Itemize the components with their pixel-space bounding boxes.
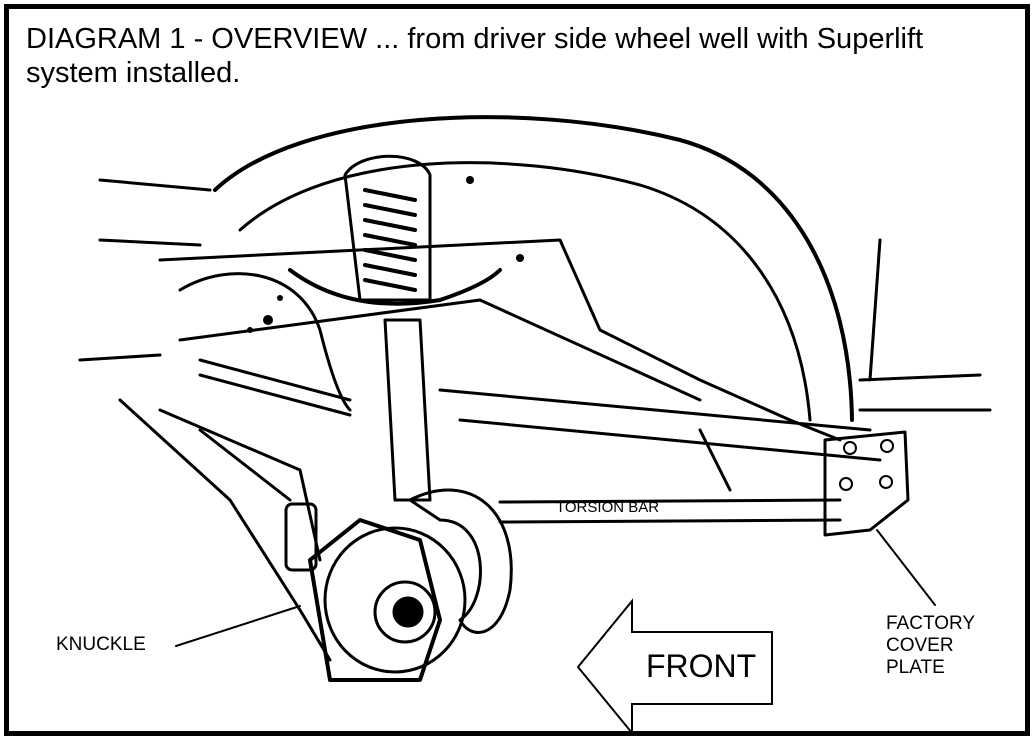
bolt	[843, 441, 857, 455]
cover-plate-pointer	[876, 529, 936, 606]
lower-control-arm	[158, 408, 322, 562]
brake-rotor	[323, 526, 467, 674]
shock-reservoir	[284, 502, 318, 572]
factory-cover-plate-line-1: FACTORY	[886, 613, 976, 634]
wheel-well-arch	[213, 115, 854, 422]
skid-plate	[118, 398, 332, 662]
torsion-bar-label: TORSION BAR	[556, 499, 660, 516]
sway-link	[198, 358, 352, 417]
hub-cap	[392, 596, 424, 628]
diagram-frame	[4, 4, 1030, 736]
bolt	[839, 477, 853, 491]
frame-rail	[438, 388, 882, 492]
knuckle-label: KNUCKLE	[56, 634, 146, 655]
knuckle	[308, 518, 442, 682]
brake-caliper	[408, 488, 513, 634]
body-line-right	[858, 238, 992, 412]
knuckle-pointer	[175, 605, 301, 647]
torsion-bar	[498, 498, 842, 524]
factory-cover-plate-line-3: PLATE	[886, 657, 945, 678]
wheel-well-inner-arch	[238, 161, 812, 422]
inner-fender-lower	[178, 298, 702, 402]
shock-tower	[343, 154, 432, 302]
bolt	[879, 475, 893, 489]
diagram-title: DIAGRAM 1 - OVERVIEW ... from driver sid…	[26, 23, 924, 89]
coil-spring	[363, 188, 417, 292]
factory-cover-plate-line-2: COVER	[886, 635, 954, 656]
front-arrow	[576, 598, 773, 736]
body-line-left	[78, 178, 212, 362]
hub	[373, 580, 437, 644]
brake-hose	[178, 272, 352, 412]
upper-control-arm	[288, 268, 502, 306]
bolt	[880, 439, 894, 453]
cover-plate	[823, 430, 910, 537]
factory-cover-plate-label: FACTORY COVER PLATE	[886, 613, 975, 679]
shock-absorber	[383, 318, 432, 502]
front-arrow-label: FRONT	[646, 648, 757, 684]
